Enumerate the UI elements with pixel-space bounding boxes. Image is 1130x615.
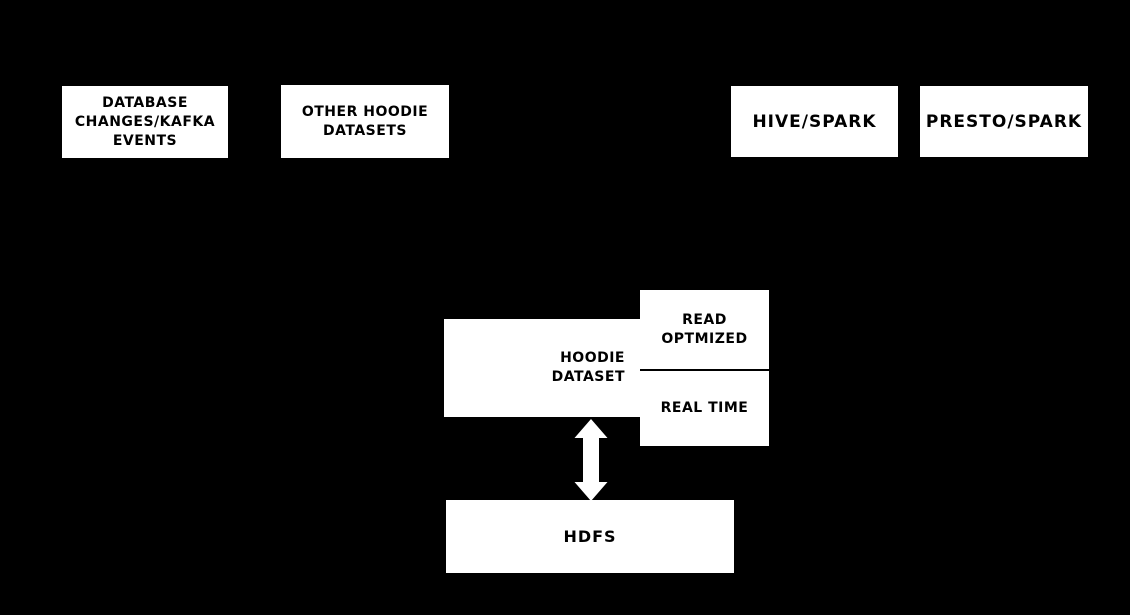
node-presto-spark: PRESTO/SPARK — [920, 86, 1088, 157]
node-label-other-hoodie-datasets: OTHER HOODIE DATASETS — [301, 103, 429, 139]
node-hoodie-dataset: HOODIE DATASET — [444, 319, 640, 417]
node-label-presto-spark: PRESTO/SPARK — [925, 111, 1083, 132]
node-other-hoodie-datasets: OTHER HOODIE DATASETS — [281, 85, 449, 158]
node-real-time-view: REAL TIME — [640, 371, 769, 446]
node-label-read-optimized: READ OPTMIZED — [661, 311, 748, 347]
node-hive-spark: HIVE/SPARK — [731, 86, 898, 157]
node-label-hive-spark: HIVE/SPARK — [752, 111, 877, 132]
node-read-optimized-view: READ OPTMIZED — [640, 290, 769, 369]
node-label-database-changes: DATABASE CHANGES/KAFKA EVENTS — [74, 94, 216, 149]
double-headed-arrow-icon — [574, 419, 608, 501]
node-label-hdfs: HDFS — [563, 527, 617, 546]
node-label-real-time: REAL TIME — [660, 400, 749, 416]
node-database-changes-kafka-events: DATABASE CHANGES/KAFKA EVENTS — [62, 86, 228, 158]
node-hdfs: HDFS — [446, 500, 734, 573]
node-label-hoodie-dataset: HOODIE DATASET — [551, 350, 625, 385]
